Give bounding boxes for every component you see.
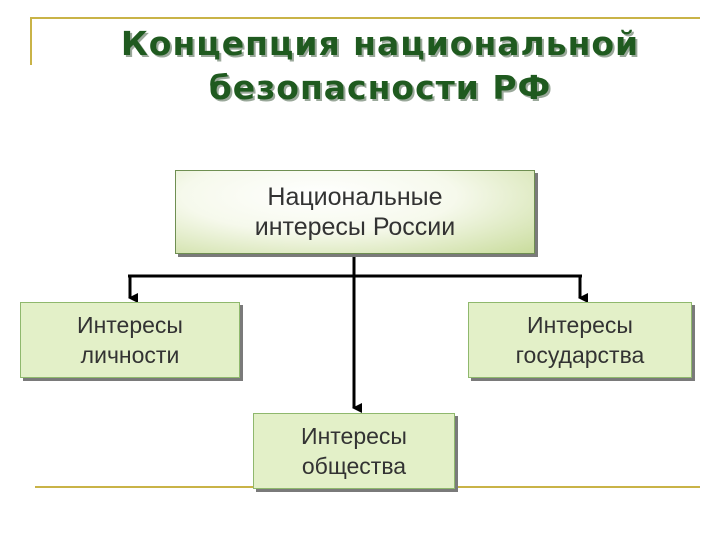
- node-personal-interests: Интересы личности: [20, 302, 240, 378]
- node-society-interests-line-2: общества: [301, 453, 407, 479]
- node-national-interests-line-2: интересы России: [254, 213, 456, 241]
- frame-top-line: [30, 17, 700, 19]
- title-line-1: Концепция национальной: [120, 24, 640, 63]
- node-state-interests: Интересы государства: [468, 302, 692, 378]
- title-line-2: безопасности РФ: [208, 68, 552, 107]
- node-national-interests-line-1: Национальные: [267, 183, 443, 211]
- node-society-interests: Интересы общества: [253, 413, 455, 489]
- frame-left-line: [30, 17, 32, 65]
- node-personal-interests-line-2: личности: [80, 342, 180, 368]
- slide-title: Концепция национальной безопасности РФ: [60, 22, 700, 110]
- node-national-interests: Национальные интересы России: [175, 170, 535, 254]
- node-society-interests-line-1: Интересы: [301, 423, 407, 449]
- node-state-interests-line-1: Интересы: [527, 312, 633, 338]
- node-state-interests-line-2: государства: [515, 342, 645, 368]
- node-personal-interests-line-1: Интересы: [77, 312, 183, 338]
